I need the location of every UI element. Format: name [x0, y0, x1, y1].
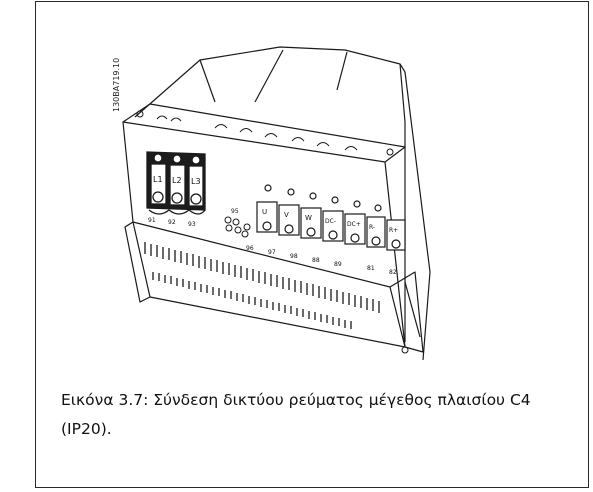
terminal-label-r-minus: R-: [369, 224, 375, 231]
terminal-number-88: 88: [312, 257, 320, 264]
terminal-number-92: 92: [168, 219, 176, 226]
terminal-number-82: 82: [389, 269, 397, 276]
terminal-number-97: 97: [268, 249, 276, 256]
terminal-label-v: V: [284, 211, 289, 219]
terminal-label-l3: L3: [191, 177, 201, 186]
caption-line-2: (IP20).: [61, 420, 112, 438]
terminal-label-dc-minus: DC-: [325, 218, 336, 225]
terminal-label-l2: L2: [172, 176, 182, 185]
housing-right-edge: [399, 63, 406, 342]
terminal-number-96: 96: [246, 245, 254, 252]
terminal-number-81: 81: [367, 265, 375, 272]
drive-terminal-illustration: L1 L2 L3 U V W DC- DC+ R- R+ 91 92 93 95…: [122, 46, 431, 361]
terminal-number-89: 89: [334, 261, 342, 268]
mains-terminal-block: [146, 151, 206, 215]
terminal-number-93: 93: [188, 221, 196, 228]
document-frame: [35, 1, 589, 488]
top-panel: [122, 103, 406, 163]
terminal-number-98: 98: [290, 253, 298, 260]
terminal-label-l1: L1: [153, 175, 163, 184]
earth-studs: [224, 216, 251, 238]
caption-line-1: Εικόνα 3.7: Σύνδεση δικτύου ρεύματος μέγ…: [61, 391, 531, 409]
terminal-label-r-plus: R+: [389, 227, 398, 234]
panel-side-edge: [384, 161, 406, 348]
terminal-label-u: U: [262, 208, 267, 216]
motor-terminal-strip: [256, 184, 406, 251]
figure-caption: Εικόνα 3.7: Σύνδεση δικτύου ρεύματος μέγ…: [61, 386, 571, 444]
side-bracket: [389, 271, 424, 353]
terminal-label-w: W: [305, 214, 312, 222]
housing-top-edge: [134, 46, 406, 118]
terminal-label-dc-plus: DC+: [347, 221, 361, 228]
terminal-number-95: 95: [231, 208, 239, 215]
terminal-number-91: 91: [148, 217, 156, 224]
